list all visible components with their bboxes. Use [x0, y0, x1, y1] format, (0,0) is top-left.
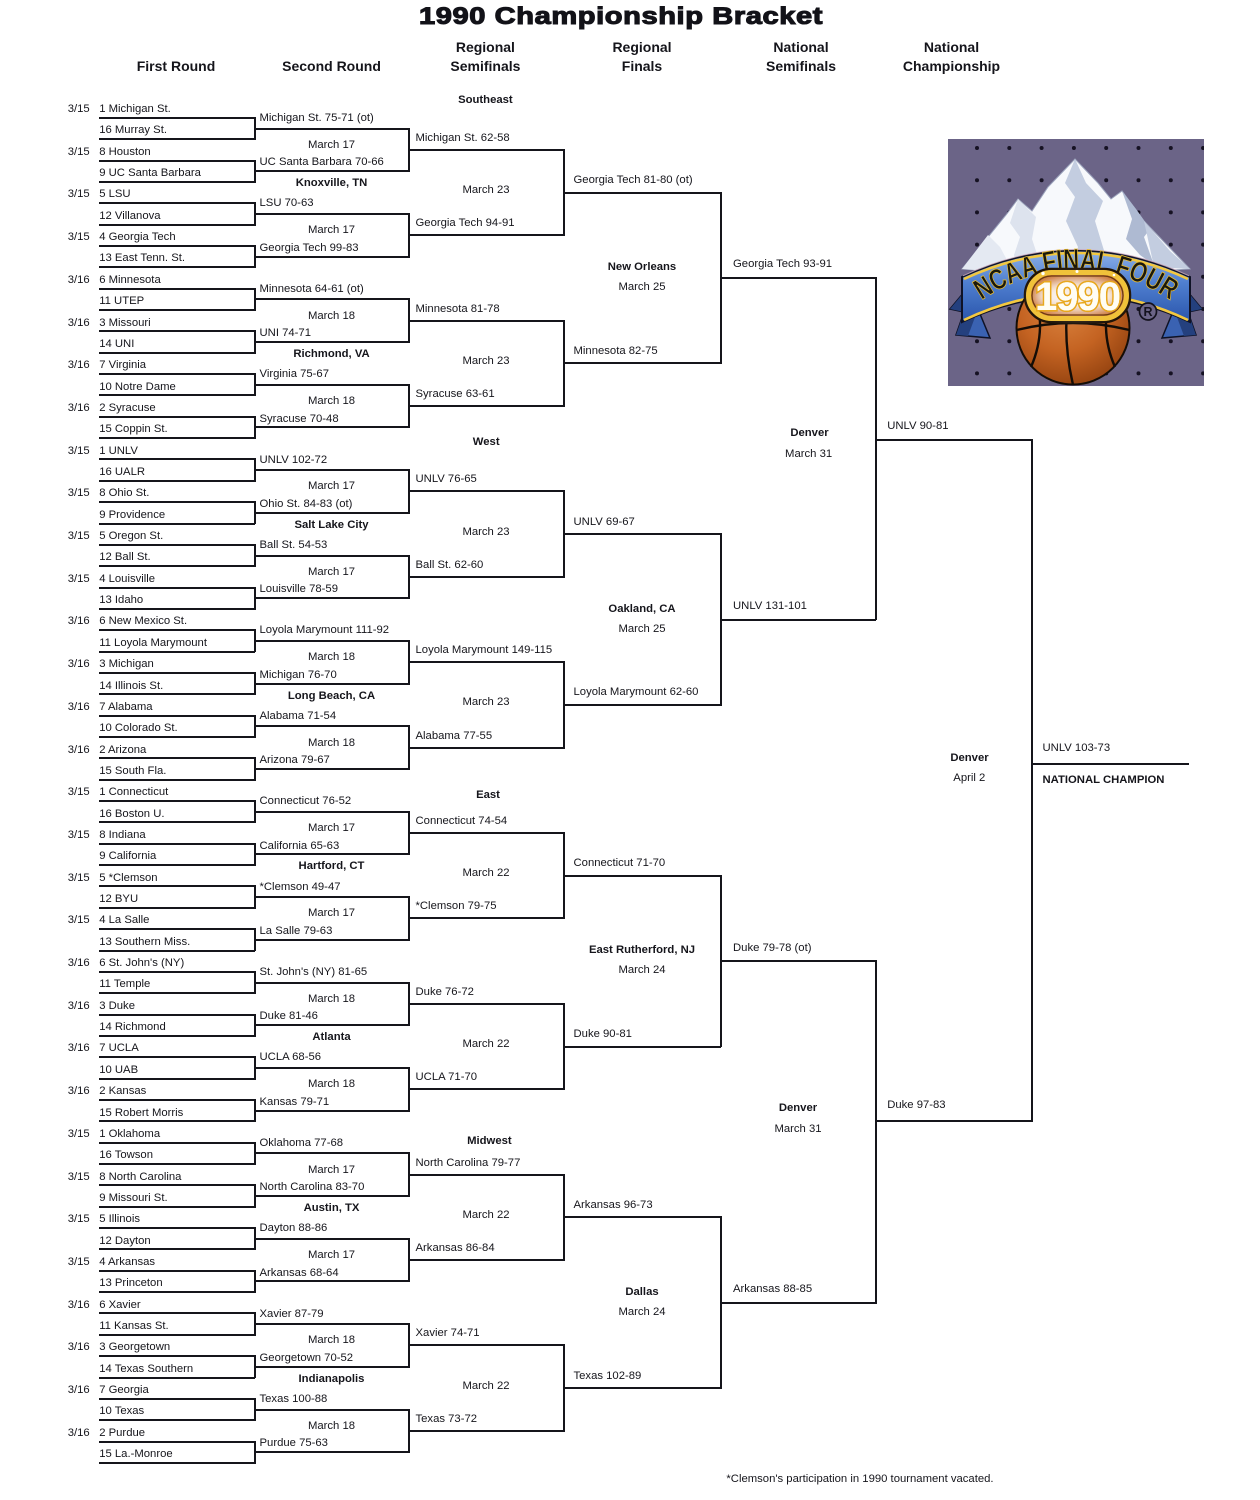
svg-text:1990: 1990 [1035, 275, 1120, 319]
svg-text:1990: 1990 [1035, 275, 1120, 319]
svg-text:R: R [1143, 305, 1152, 319]
